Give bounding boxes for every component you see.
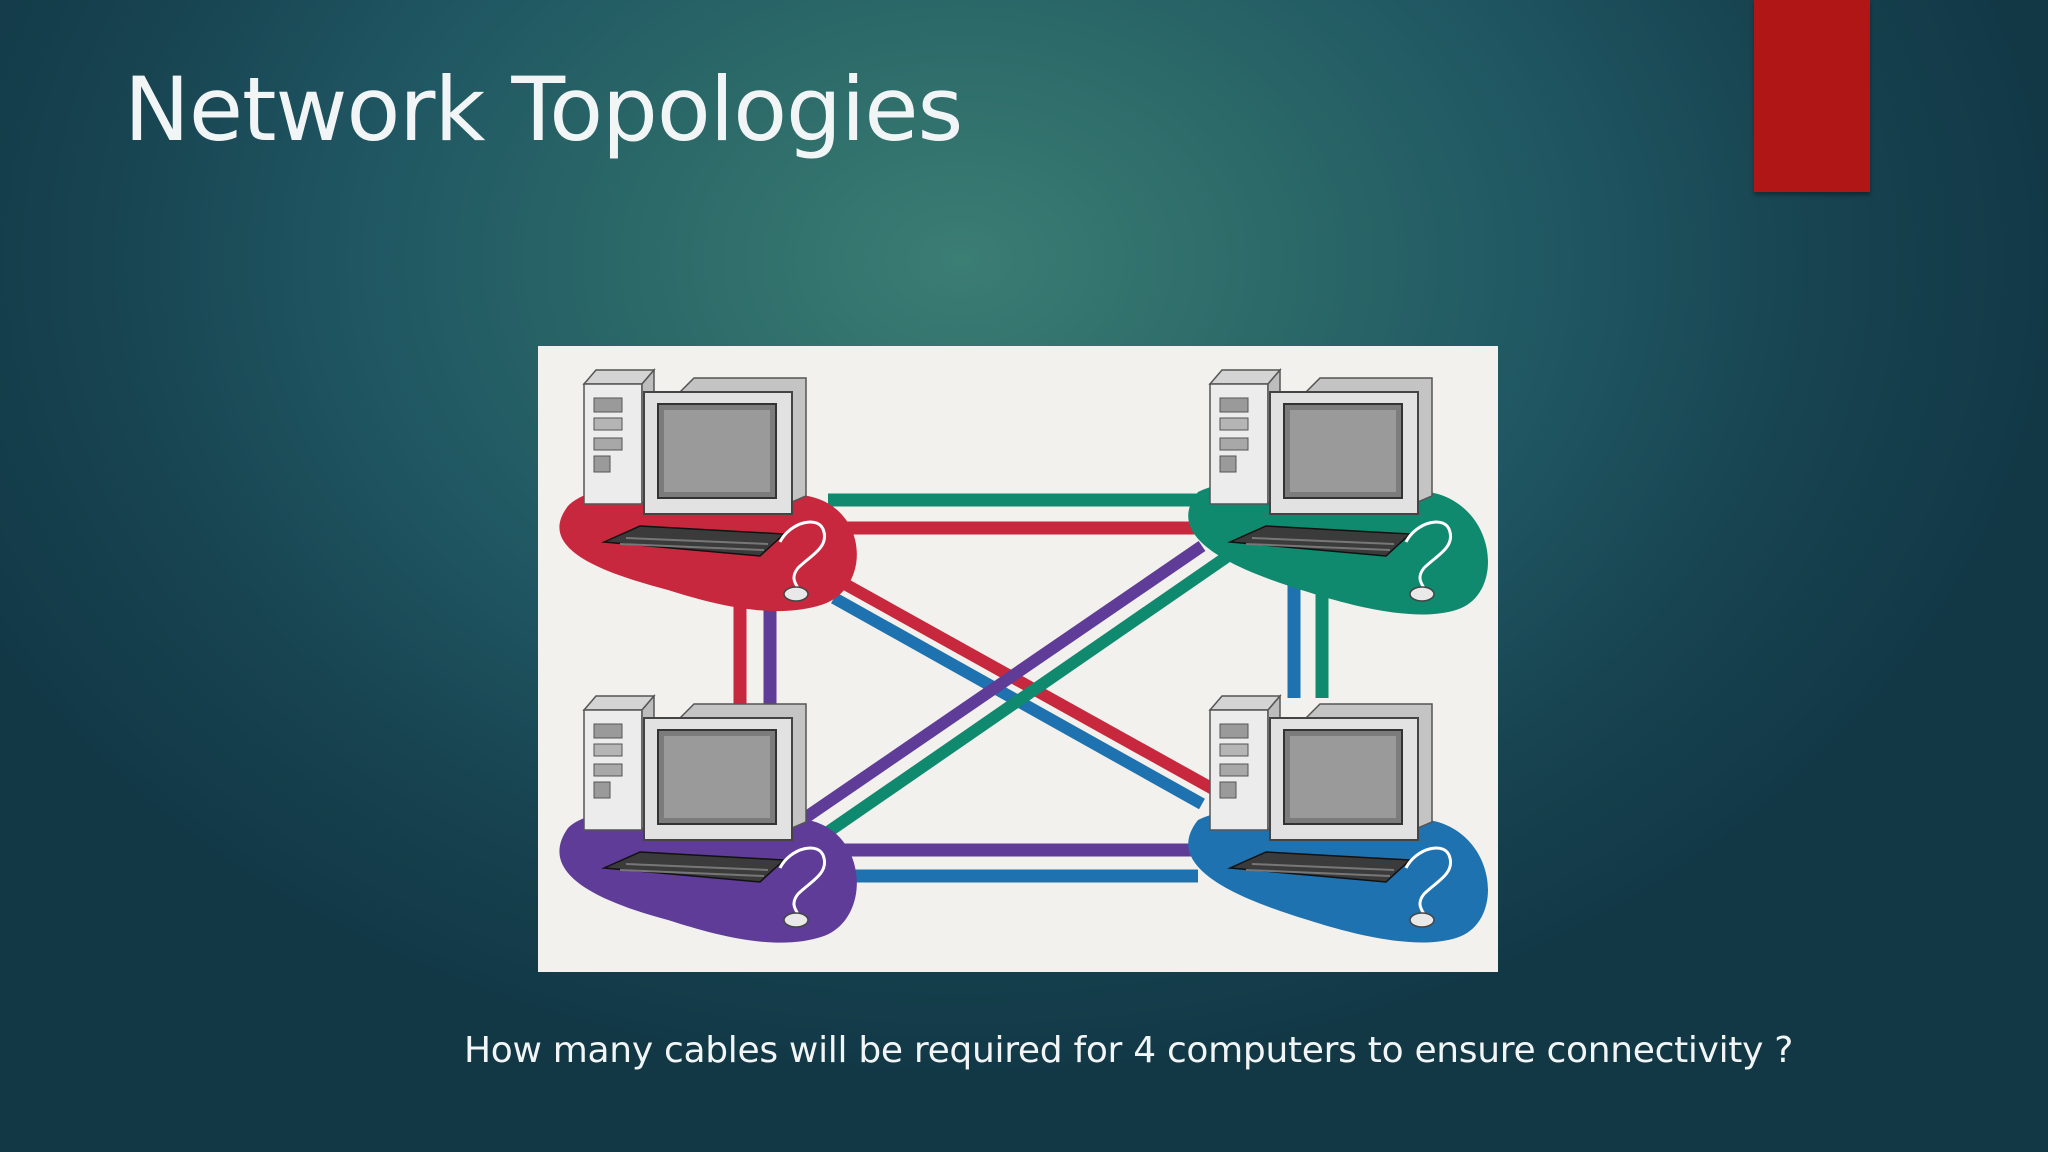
mesh-topology-diagram xyxy=(559,368,1488,943)
slide-title: Network Topologies xyxy=(124,58,963,161)
question-text: How many cables will be required for 4 c… xyxy=(464,1030,1794,1071)
network-cables xyxy=(733,493,1329,883)
accent-bar xyxy=(1754,0,1870,192)
mesh-topology-picture xyxy=(538,346,1498,972)
